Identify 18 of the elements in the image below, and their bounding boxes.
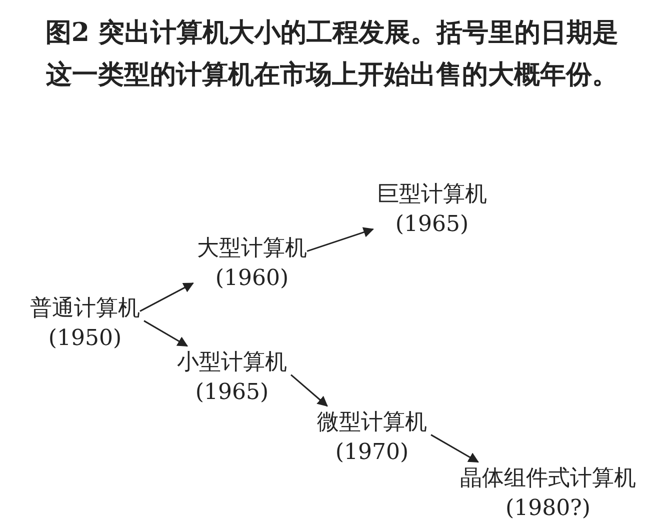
year-label: (1950) <box>47 325 123 353</box>
year-label: (1970) <box>334 439 410 467</box>
arrow <box>430 434 479 463</box>
computer-type-label: 微型计算机 <box>317 409 427 437</box>
arrow <box>144 320 188 347</box>
computer-type-label: 巨型计算机 <box>377 181 487 209</box>
figure-caption: 图2 突出计算机大小的工程发展。括号里的日期是这一类型的计算机在市场上开始出售的大概年份。 <box>44 17 620 92</box>
year-label: (1960) <box>214 265 290 293</box>
arrow <box>140 282 194 312</box>
arrow <box>290 374 328 407</box>
year-label: (1965) <box>194 379 270 407</box>
year-label: (1980?) <box>504 495 592 523</box>
computer-type-label: 晶体组件式计算机 <box>460 465 636 493</box>
computer-type-label: 普通计算机 <box>30 295 140 323</box>
arrow <box>306 227 374 252</box>
year-label: (1965) <box>394 211 470 239</box>
computer-type-label: 小型计算机 <box>177 349 287 377</box>
computer-type-label: 大型计算机 <box>197 235 307 263</box>
